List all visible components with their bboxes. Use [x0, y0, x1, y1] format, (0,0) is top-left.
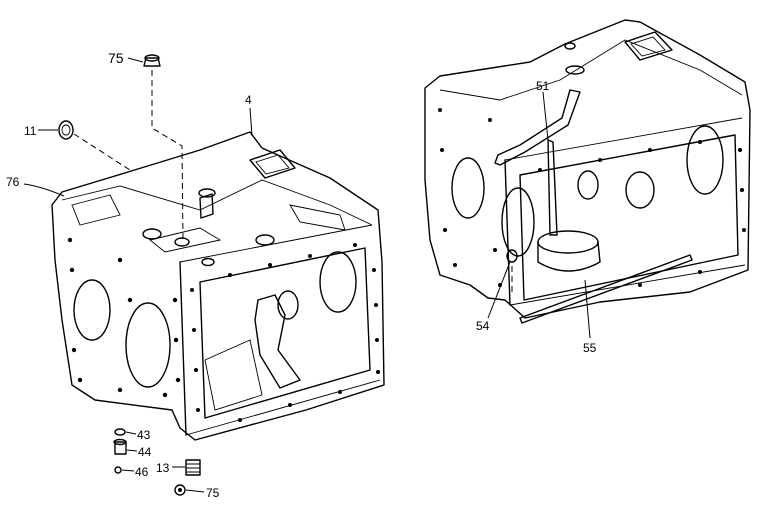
left-breather-stub: [199, 193, 214, 219]
right-housing-top-edge: [439, 39, 743, 101]
left-transmission-housing: [51, 131, 385, 441]
left-housing-rim: [179, 224, 381, 436]
dashed-leader-11: [73, 133, 131, 171]
plug-13: [185, 459, 201, 476]
internal-shift-bracket: [254, 294, 301, 389]
left-face-bore-1: [73, 279, 111, 341]
left-housing-front-edge: [179, 261, 187, 436]
callout-55: 55: [583, 341, 597, 355]
right-housing-bore-1: [451, 157, 485, 219]
callout-43: 43: [137, 428, 151, 442]
left-housing-opening: [199, 247, 371, 419]
callout-4: 4: [245, 93, 252, 107]
o-ring: [506, 249, 518, 263]
pin-46: [114, 466, 122, 474]
plug-11: [58, 120, 74, 140]
right-flange-bolt-holes: [438, 108, 746, 287]
right-housing-opening: [519, 134, 739, 301]
right-transmission-housing: [424, 19, 751, 324]
left-housing-top-edge: [61, 179, 373, 226]
callout-51: 51: [536, 79, 550, 93]
flange-bolt-holes: [67, 237, 380, 422]
bush-44: [113, 438, 127, 455]
callout-11: 11: [24, 124, 37, 138]
dashed-leader-75: [151, 70, 184, 241]
ring-43: [114, 428, 126, 436]
left-top-cover-plate: [249, 149, 296, 179]
callout-76: 76: [6, 175, 20, 189]
left-housing-body: [51, 131, 385, 441]
suction-pipe: [494, 89, 581, 166]
callout-44: 44: [138, 445, 152, 459]
right-housing-body: [424, 19, 751, 319]
right-housing-front-edge: [504, 159, 511, 306]
callout-54: 54: [476, 319, 490, 333]
plug-75-top: [143, 54, 161, 67]
right-face-bore-2: [277, 290, 299, 320]
callout-75-top: 75: [108, 50, 124, 66]
callout-46: 46: [135, 465, 149, 479]
left-face-bore-2: [125, 302, 171, 388]
oil-strainer: [537, 230, 599, 254]
right-top-cover-plate: [624, 31, 673, 61]
callout-75-bottom: 75: [206, 486, 220, 500]
gasket-strip: [519, 254, 693, 324]
right-housing-bore-2: [501, 187, 535, 257]
right-housing-bore-3: [686, 125, 724, 195]
washer-75-bottom: [174, 484, 186, 496]
callout-13: 13: [156, 461, 170, 475]
right-face-bore-1: [319, 251, 357, 313]
